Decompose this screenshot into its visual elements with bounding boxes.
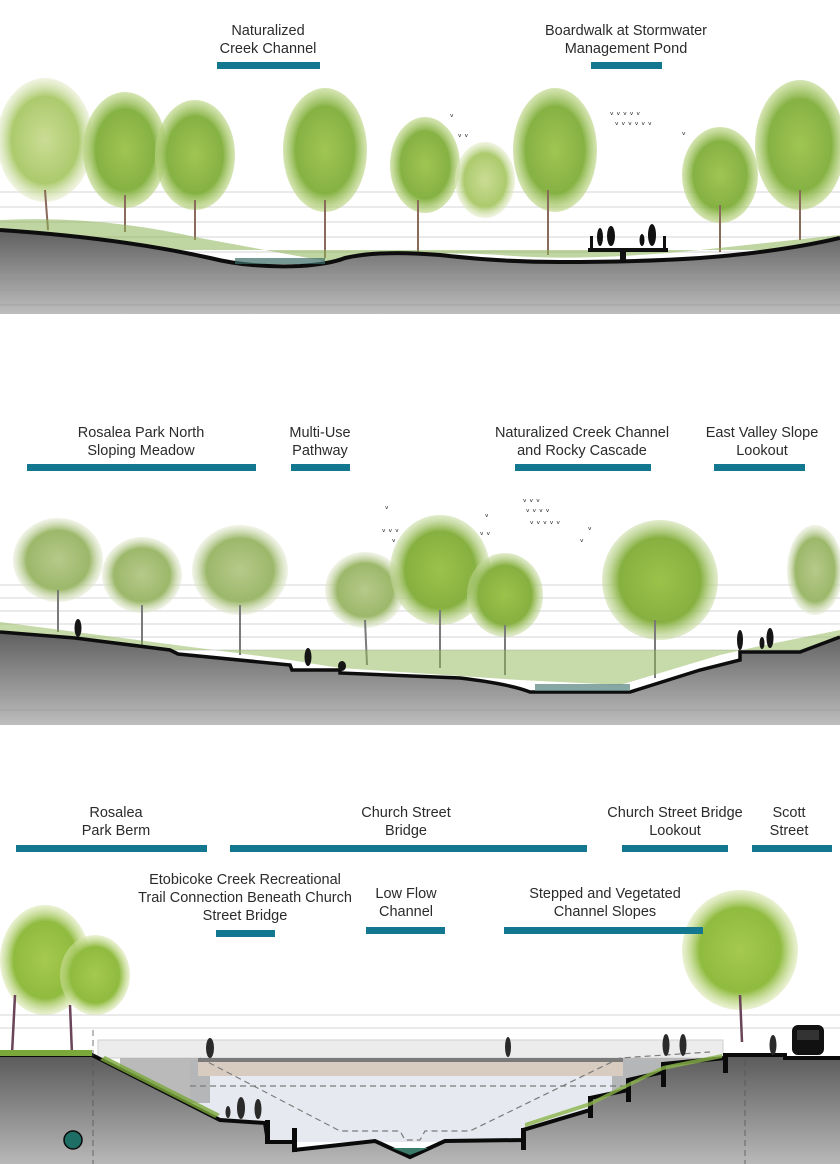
- zone-label-line: Boardwalk at Stormwater: [545, 23, 707, 39]
- tree-group: [0, 890, 798, 1015]
- zone-extent-bar: [366, 927, 445, 934]
- zone-label-line: Bridge: [385, 823, 427, 839]
- zone-label-line: Creek Channel: [219, 41, 317, 57]
- zone-label-line: Etobicoke Creek Recreational: [149, 872, 341, 888]
- zone-label-line: Naturalized: [231, 23, 305, 39]
- zone-label-line: Rosalea Park North: [77, 425, 205, 441]
- zone-label-line: Naturalized Creek Channel: [494, 425, 670, 441]
- zone-extent-bar: [230, 845, 587, 852]
- svg-text:ᵛ: ᵛ: [450, 113, 454, 123]
- zone-extent-bar: [291, 464, 350, 471]
- zone-extent-bar: [217, 62, 320, 69]
- zone-extent-bar: [504, 927, 703, 934]
- people-silhouettes: [206, 1034, 777, 1119]
- svg-text:ᵛ: ᵛ: [682, 131, 686, 141]
- low-flow-channel-water: [392, 1148, 428, 1155]
- zone-label-line: Scott: [772, 805, 806, 821]
- section-1-drawing: ᵛ ᵛ ᵛ ᵛ ᵛ ᵛ ᵛ ᵛ ᵛ ᵛ ᵛ ᵛ ᵛ ᵛ ᵛ: [0, 78, 840, 314]
- zone-label-line: Sloping Meadow: [87, 443, 195, 459]
- zone-label-line: Pathway: [292, 443, 348, 459]
- boardwalk: [588, 224, 668, 260]
- zone-label: Naturalized Creek Channel and Rocky Casca…: [495, 424, 669, 460]
- svg-text:ᵛ ᵛ ᵛ: ᵛ ᵛ ᵛ: [523, 498, 540, 508]
- rocky-cascade: [535, 684, 630, 691]
- zone-extent-bar: [515, 464, 651, 471]
- zone-extent-bar: [591, 62, 662, 69]
- zone-label-line: Channel Slopes: [553, 904, 657, 920]
- zone-label-line: Lookout: [736, 443, 788, 459]
- tree-group: [13, 515, 840, 640]
- section-2-drawing: ᵛᵛ ᵛ ᵛᵛ ᵛᵛ ᵛ ᵛ ᵛ ᵛᵛ ᵛ ᵛ ᵛᵛ ᵛ ᵛ ᵛ ᵛ ᵛᵛ: [0, 498, 840, 725]
- zone-label-line: Management Pond: [564, 41, 688, 57]
- bird-flock: ᵛ ᵛ ᵛ ᵛ ᵛ ᵛ ᵛ ᵛ ᵛ ᵛ ᵛ ᵛ ᵛ ᵛ ᵛ: [450, 111, 686, 143]
- zone-extent-bar: [27, 464, 256, 471]
- section-3-drawing: [0, 890, 840, 1164]
- svg-text:ᵛ ᵛ ᵛ ᵛ ᵛ: ᵛ ᵛ ᵛ ᵛ ᵛ: [530, 520, 560, 530]
- zone-label-line: East Valley Slope: [705, 425, 819, 441]
- bird-flock: ᵛᵛ ᵛ ᵛᵛ ᵛᵛ ᵛ ᵛ ᵛ ᵛᵛ ᵛ ᵛ ᵛᵛ ᵛ ᵛ ᵛ ᵛ ᵛᵛ: [382, 498, 592, 548]
- zone-label-line: Rosalea: [89, 805, 143, 821]
- zone-label-line: and Rocky Cascade: [517, 443, 647, 459]
- zone-label-line: Street: [769, 823, 809, 839]
- zone-extent-bar: [714, 464, 805, 471]
- zone-label-line: Channel: [378, 904, 433, 920]
- section-1-cross-section: ᵛ ᵛ ᵛ ᵛ ᵛ ᵛ ᵛ ᵛ ᵛ ᵛ ᵛ ᵛ ᵛ ᵛ ᵛ: [0, 0, 840, 320]
- zone-label-line: Street Bridge: [202, 908, 288, 924]
- tree-group: [0, 78, 840, 223]
- svg-text:ᵛ: ᵛ: [588, 526, 592, 536]
- svg-text:ᵛ: ᵛ: [580, 538, 584, 548]
- svg-text:ᵛ ᵛ ᵛ ᵛ ᵛ ᵛ: ᵛ ᵛ ᵛ ᵛ ᵛ ᵛ: [615, 121, 652, 131]
- bridge-girder: [198, 1062, 623, 1076]
- zone-label-line: Lookout: [649, 823, 701, 839]
- zone-extent-bar: [16, 845, 207, 852]
- zone-extent-bar: [752, 845, 832, 852]
- svg-text:ᵛ: ᵛ: [485, 513, 489, 523]
- svg-text:ᵛ ᵛ: ᵛ ᵛ: [458, 133, 469, 143]
- bridge-railing: [97, 1039, 724, 1059]
- bridge-deck: [198, 1058, 623, 1062]
- zone-label-line: Multi-Use: [289, 425, 351, 441]
- people-silhouettes: [74, 619, 774, 671]
- zone-label-line: Stepped and Vegetated: [529, 886, 681, 902]
- zone-extent-bar: [622, 845, 728, 852]
- svg-text:ᵛ: ᵛ: [392, 538, 396, 548]
- zone-label-line: Church Street Bridge: [607, 805, 743, 821]
- section-3-cross-section: [0, 870, 840, 1164]
- svg-text:ᵛ ᵛ ᵛ ᵛ ᵛ: ᵛ ᵛ ᵛ ᵛ ᵛ: [610, 111, 640, 121]
- zone-label-line: Low Flow: [375, 886, 437, 902]
- zone-extent-bar: [216, 930, 275, 937]
- svg-text:ᵛ ᵛ ᵛ ᵛ: ᵛ ᵛ ᵛ ᵛ: [526, 508, 550, 518]
- zone-label-line: Park Berm: [81, 823, 151, 839]
- vehicle: [792, 1025, 824, 1055]
- zone-label-line: Church Street: [361, 805, 451, 821]
- svg-text:ᵛ ᵛ ᵛ: ᵛ ᵛ ᵛ: [382, 528, 399, 538]
- zone-label-line: Trail Connection Beneath Church: [138, 890, 352, 906]
- storm-pipe: [63, 1130, 83, 1150]
- svg-text:ᵛ: ᵛ: [385, 505, 389, 515]
- svg-text:ᵛ ᵛ: ᵛ ᵛ: [480, 531, 491, 541]
